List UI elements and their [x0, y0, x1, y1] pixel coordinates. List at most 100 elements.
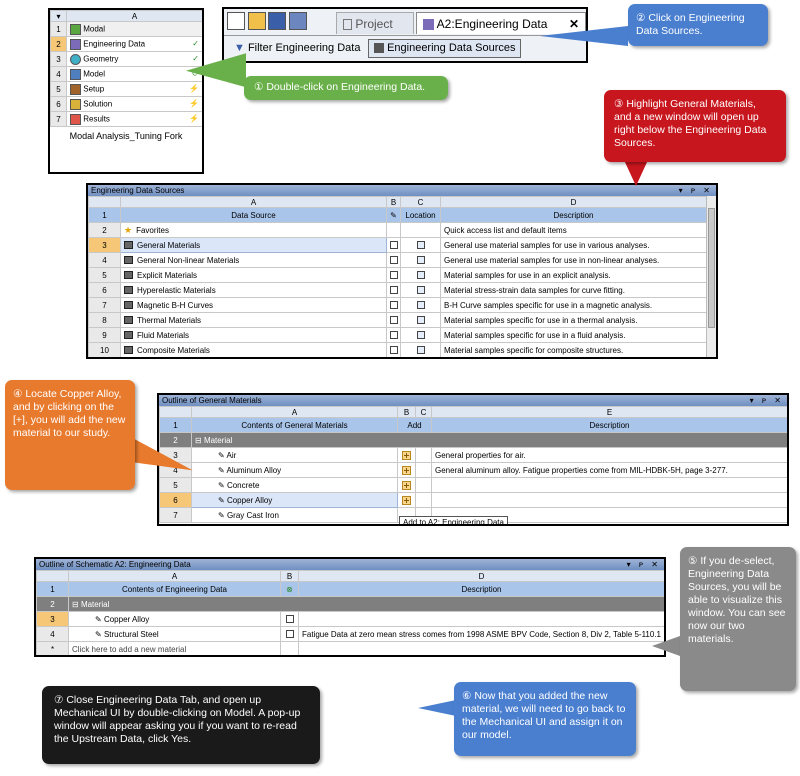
project-row-solution[interactable]: 6 Solution ⚡ — [50, 96, 202, 112]
engineering-data-sources-window: Engineering Data Sources ▾ ᴘ ✕ A B C D 1… — [86, 183, 718, 359]
project-row-model[interactable]: 4 Model ⟳ — [50, 66, 202, 82]
material-group-row[interactable]: 2 ⊟ Material — [159, 432, 787, 448]
engineering-data-sources-button[interactable]: Engineering Data Sources — [368, 39, 522, 58]
add-material-icon[interactable] — [402, 480, 411, 490]
checkbox[interactable] — [390, 346, 398, 355]
engineering-data-tab-icon — [423, 19, 434, 31]
callout-3-tail — [624, 160, 648, 186]
table-row-general-materials[interactable]: 3 General Materials General use material… — [88, 237, 707, 253]
setup-icon — [70, 83, 81, 95]
table-row[interactable]: 2 ★Favorites Quick access list and defau… — [88, 222, 707, 238]
table-row[interactable]: 3 ✎ Air General properties for air. — [159, 447, 787, 463]
checkbox[interactable] — [285, 615, 294, 624]
checkbox[interactable] — [390, 316, 398, 325]
edit-pencil-icon: ✎ — [386, 207, 401, 223]
add-material-icon[interactable] — [402, 450, 411, 460]
location-icon[interactable] — [416, 331, 425, 340]
check-icon: ✓ — [192, 38, 199, 48]
collapse-icon[interactable]: ⊟ — [72, 599, 79, 609]
project-caption: Modal Analysis_Tuning Fork — [69, 131, 183, 141]
add-material-icon[interactable] — [402, 495, 411, 505]
engineering-data-icon — [70, 38, 81, 50]
collapse-icon[interactable]: ⊟ — [195, 435, 202, 445]
location-icon[interactable] — [416, 301, 425, 310]
checkbox[interactable] — [390, 241, 398, 250]
collapse-arrow[interactable]: ▾ — [50, 10, 67, 22]
add-material-icon[interactable] — [402, 465, 411, 475]
tab-project[interactable]: Project — [336, 12, 414, 34]
project-row-engineering-data[interactable]: 2 Engineering Data ✓ — [50, 36, 202, 52]
material-icon: ✎ — [218, 450, 225, 460]
table-row[interactable]: 5 ✎ Concrete — [159, 477, 787, 493]
checkbox[interactable] — [390, 286, 398, 295]
material-icon: ✎ — [95, 614, 102, 624]
filter-engineering-data-button[interactable]: ▼ Filter Engineering Data — [234, 42, 361, 54]
callout-4: ④ Locate Copper Alloy, and by clicking o… — [5, 380, 135, 490]
callout-5: ⑤ If you de-select, Engineering Data Sou… — [680, 547, 796, 691]
filter-icon: ▼ — [234, 42, 245, 54]
callout-2: ② Click on Engineering Data Sources. — [628, 4, 768, 46]
callout-7: ⑦ Close Engineering Data Tab, and open u… — [42, 686, 320, 764]
solution-icon — [70, 98, 81, 110]
checkbox[interactable] — [390, 271, 398, 280]
outline-schematic-window: Outline of Schematic A2: Engineering Dat… — [34, 557, 666, 657]
outline-general-materials-window: Outline of General Materials ▾ ᴘ ✕ A B C… — [157, 393, 789, 526]
eds-titlebar: Engineering Data Sources ▾ ᴘ ✕ — [88, 185, 716, 196]
callout-5-tail — [652, 636, 680, 656]
table-row-copper-alloy[interactable]: 6 ✎ Copper Alloy — [159, 492, 787, 508]
checkbox[interactable] — [285, 630, 294, 639]
location-icon[interactable] — [416, 316, 425, 325]
material-icon: ✎ — [218, 480, 225, 490]
project-row-geometry[interactable]: 3 Geometry ✓ — [50, 51, 202, 67]
callout-1: ① Double-click on Engineering Data. — [244, 76, 448, 100]
checkbox[interactable] — [390, 331, 398, 340]
material-icon: ✎ — [95, 629, 102, 639]
window-controls[interactable]: ▾ ᴘ ✕ — [749, 396, 784, 405]
window-controls[interactable]: ▾ ᴘ ✕ — [678, 186, 713, 195]
library-icon — [124, 346, 133, 355]
add-material-row[interactable]: * Click here to add a new material — [36, 641, 664, 655]
vertical-scrollbar[interactable] — [706, 196, 716, 357]
table-row[interactable]: 6 Hyperelastic Materials Material stress… — [88, 282, 707, 298]
checkbox[interactable] — [390, 301, 398, 310]
library-icon — [124, 256, 133, 265]
callout-6-tail — [418, 700, 456, 716]
table-row-copper-alloy[interactable]: 3 ✎ Copper Alloy — [36, 611, 664, 627]
data-sources-icon — [374, 43, 384, 54]
close-tab-icon[interactable]: ✕ — [568, 17, 579, 31]
checkbox[interactable] — [390, 256, 398, 265]
location-icon[interactable] — [416, 346, 425, 355]
table-row[interactable]: 4 General Non-linear Materials General u… — [88, 252, 707, 268]
save-icon[interactable] — [268, 12, 287, 30]
open-folder-icon[interactable] — [247, 12, 266, 30]
table-row[interactable]: 4 ✎ Aluminum Alloy General aluminum allo… — [159, 462, 787, 478]
project-row-results[interactable]: 7 Results ⚡ — [50, 111, 202, 127]
table-row[interactable]: 8 Thermal Materials Material samples spe… — [88, 312, 707, 328]
table-row[interactable]: 5 Explicit Materials Material samples fo… — [88, 267, 707, 283]
library-icon — [124, 331, 133, 340]
callout-3: ③ Highlight General Materials, and a new… — [604, 90, 786, 162]
table-row[interactable]: 7 ✎ Gray Cast Iron — [159, 507, 787, 523]
save-as-icon[interactable] — [288, 12, 307, 30]
material-group-row[interactable]: 2 ⊟ Material — [36, 596, 664, 612]
project-row-modal[interactable]: 1 Modal — [50, 21, 202, 37]
location-icon[interactable] — [416, 271, 425, 280]
window-controls[interactable]: ▾ ᴘ ✕ — [626, 560, 661, 569]
callout-2-tail — [540, 26, 628, 46]
table-row[interactable]: 9 Fluid Materials Material samples speci… — [88, 327, 707, 343]
location-icon[interactable] — [416, 286, 425, 295]
table-row-structural-steel[interactable]: 4 ✎ Structural Steel Fatigue Data at zer… — [36, 626, 664, 642]
new-icon[interactable] — [227, 12, 245, 30]
column-header-a: A — [66, 10, 202, 22]
project-schematic-panel: ▾ A 1 Modal 2 Engineering Data ✓ 3 Geome… — [48, 8, 204, 174]
location-icon[interactable] — [416, 256, 425, 265]
update-needed-icon: ⚡ — [189, 98, 199, 108]
star-icon: ★ — [124, 224, 133, 235]
callout-6: ⑥ Now that you added the new material, w… — [454, 682, 636, 756]
table-row[interactable]: 7 Magnetic B-H Curves B-H Curve samples … — [88, 297, 707, 313]
table-row[interactable]: 10 Composite Materials Material samples … — [88, 342, 707, 357]
project-tab-icon — [343, 19, 352, 31]
project-row-setup[interactable]: 5 Setup ⚡ — [50, 81, 202, 97]
update-needed-icon: ⚡ — [189, 83, 199, 93]
location-icon[interactable] — [416, 241, 425, 250]
